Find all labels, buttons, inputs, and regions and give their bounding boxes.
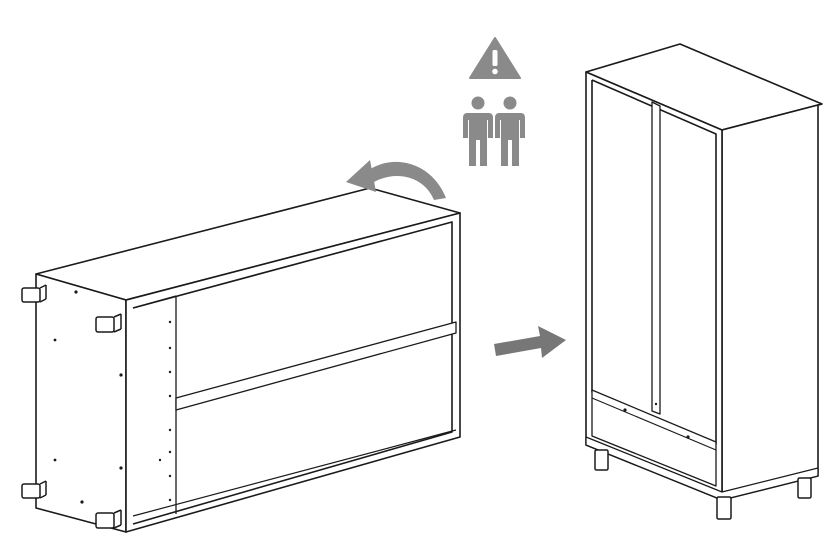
warning-triangle-icon [469,37,521,79]
standing-drawer [591,389,717,487]
end-panel-holes [53,290,123,504]
foot-top-left [21,284,47,303]
foot-front-right [716,496,732,520]
two-persons-icon [463,96,525,166]
standing-center-divider [651,101,661,415]
standing-feet [594,449,812,520]
lying-middle-rail [175,321,457,411]
lying-feet [21,284,122,529]
foot-front-left [594,449,609,471]
standing-holes [623,402,690,439]
foot-top-right [95,313,122,333]
person-right-icon [495,96,525,166]
foot-bottom-right [95,509,122,529]
wardrobe-lying-down [21,187,461,533]
wardrobe-standing [585,43,823,520]
rotate-arrow-icon [346,160,446,200]
foot-bottom-left [21,480,47,499]
standing-side-panel [721,104,819,501]
foot-back-right [797,477,812,499]
right-arrow-icon [494,326,566,358]
lying-end-panel [35,273,127,533]
band-holes [158,320,172,502]
person-left-icon [463,96,493,166]
